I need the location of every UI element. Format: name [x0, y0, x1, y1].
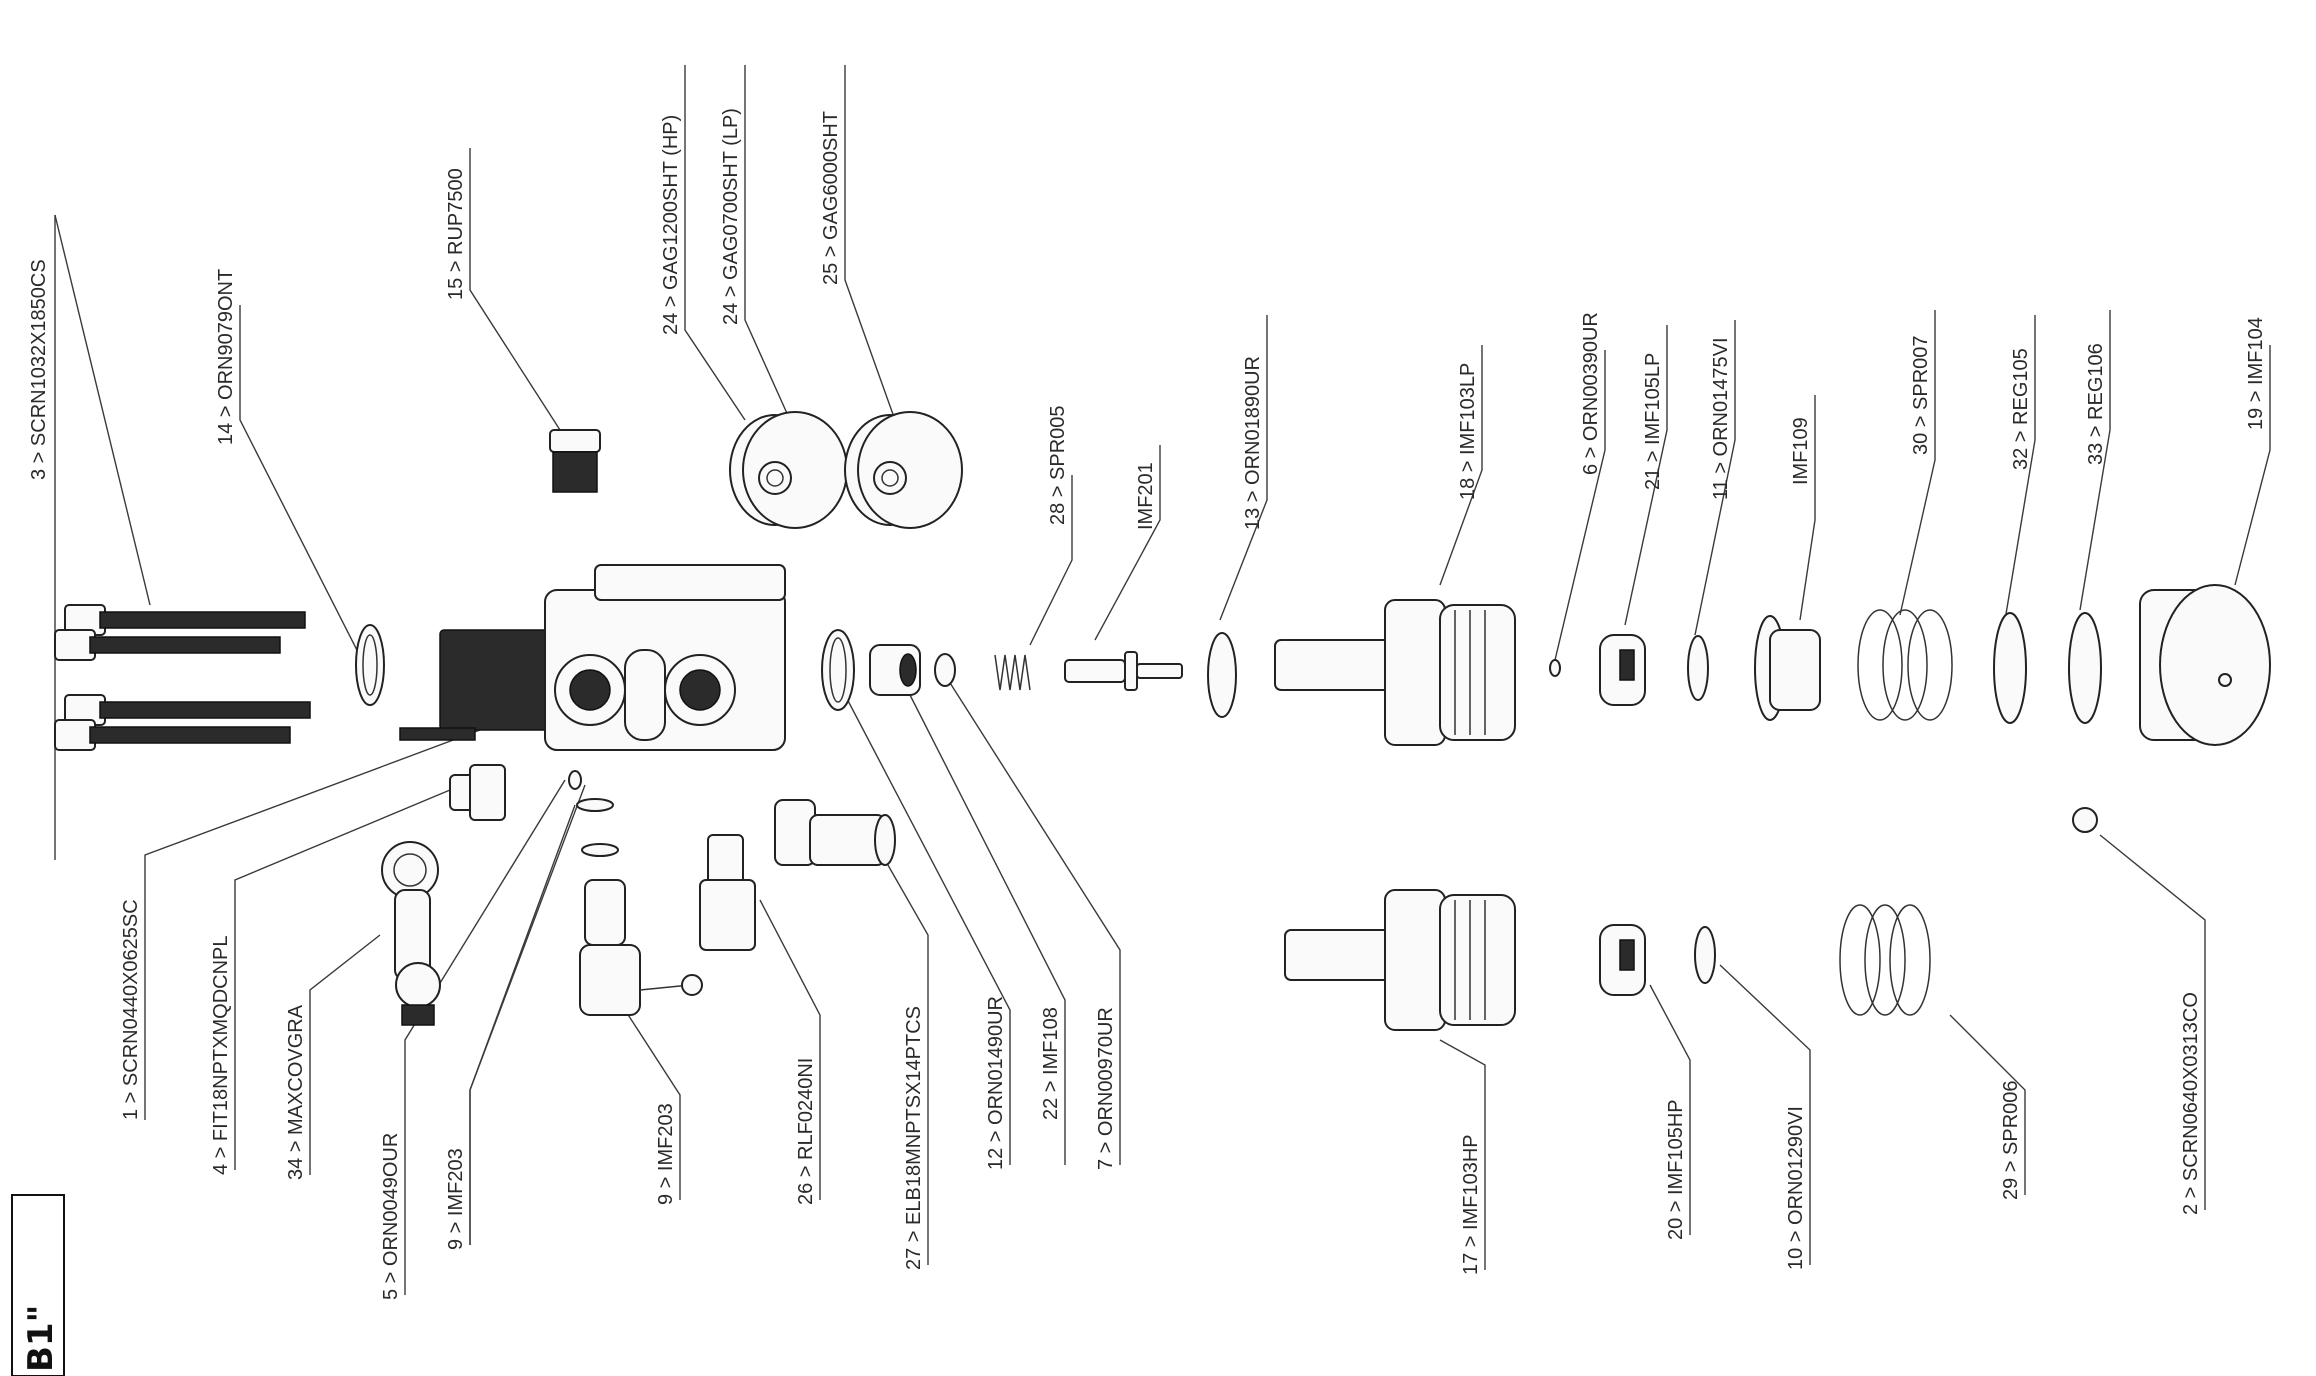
label-33: 33 > REG106 — [2085, 343, 2107, 465]
part-labels: 3 > SCRN1032X1850CS 14 > ORN9079ONT 15 >… — [28, 108, 2267, 1300]
o-ring-14 — [355, 624, 385, 706]
label-29: 29 > SPR006 — [2000, 1080, 2022, 1200]
relief-valve — [699, 834, 756, 951]
label-10: 10 > ORN01290VI — [1785, 1106, 1807, 1270]
label-7: 7 > ORN00970UR — [1095, 1007, 1117, 1170]
label-9a: 9 > IMF203 — [445, 1148, 467, 1250]
label-20: 20 > IMF105HP — [1665, 1099, 1687, 1240]
cap-screws — [54, 604, 311, 751]
valve-imf203 — [579, 879, 703, 1016]
pin-imf201 — [1064, 651, 1183, 691]
page-tag: B1" — [11, 1194, 65, 1376]
spring-spr006 — [1839, 904, 1931, 1016]
label-imf201: IMF201 — [1135, 462, 1157, 530]
quick-disconnect-fitting — [449, 764, 506, 821]
label-19: 19 > IMF104 — [2245, 317, 2267, 430]
seat-imf105hp — [1599, 924, 1646, 996]
label-9b: 9 > IMF203 — [655, 1103, 677, 1205]
label-6: 6 > ORN00390UR — [1580, 312, 1602, 475]
label-26: 26 > RLF0240NI — [795, 1058, 817, 1205]
label-21: 21 > IMF105LP — [1642, 353, 1664, 490]
bonnet-imf104 — [2139, 584, 2271, 746]
label-32: 32 > REG105 — [2010, 348, 2032, 470]
label-12: 12 > ORN01490UR — [985, 996, 1007, 1170]
leader-lines — [54, 65, 2271, 1295]
spring-spr007 — [1857, 609, 1953, 721]
piston-housing-lp — [1274, 599, 1516, 746]
label-25: 25 > GAG6000SHT — [820, 111, 842, 285]
seat-imf105lp — [1599, 634, 1646, 706]
label-24-lp: 24 > GAG0700SHT (LP) — [720, 108, 742, 325]
label-17: 17 > IMF103HP — [1460, 1134, 1482, 1275]
label-15: 15 > RUP7500 — [445, 168, 467, 300]
cover-34 — [381, 841, 441, 1026]
label-5: 5 > ORN0049OUR — [380, 1133, 402, 1300]
label-imf109: IMF109 — [1790, 417, 1812, 485]
page-tag-text: B1" — [21, 1305, 61, 1372]
rupture-disc — [549, 429, 601, 493]
elbow-fitting — [774, 799, 896, 866]
gauge-lp — [844, 411, 963, 529]
label-27: 27 > ELB18MNPTSX14PTCS — [903, 1006, 925, 1270]
label-3: 3 > SCRN1032X1850CS — [28, 259, 50, 480]
label-11: 11 > ORN01475VI — [1710, 337, 1732, 500]
label-28: 28 > SPR005 — [1047, 405, 1069, 525]
label-1: 1 > SCRN0440X0625SC — [120, 899, 142, 1120]
gauge-hp — [729, 411, 848, 529]
bushing-imf109 — [1754, 615, 1821, 721]
label-30: 30 > SPR007 — [1910, 335, 1932, 455]
plug-imf108 — [869, 644, 921, 696]
label-22: 22 > IMF108 — [1040, 1007, 1062, 1120]
label-4: 4 > FIT18NPTXMQDCNPL — [210, 935, 232, 1175]
manifold-body — [399, 564, 786, 751]
set-screw — [2072, 807, 2098, 833]
label-13: 13 > ORN01890UR — [1242, 356, 1264, 530]
label-2: 2 > SCRN0640X0313CO — [2180, 992, 2202, 1215]
label-14: 14 > ORN9079ONT — [215, 269, 237, 445]
label-24-hp: 24 > GAG1200SHT (HP) — [660, 115, 682, 335]
label-18: 18 > IMF103LP — [1457, 363, 1479, 500]
spring-spr005 — [994, 654, 1031, 691]
label-34: 34 > MAXCOVGRA — [285, 1004, 307, 1180]
piston-housing-hp — [1284, 889, 1516, 1031]
